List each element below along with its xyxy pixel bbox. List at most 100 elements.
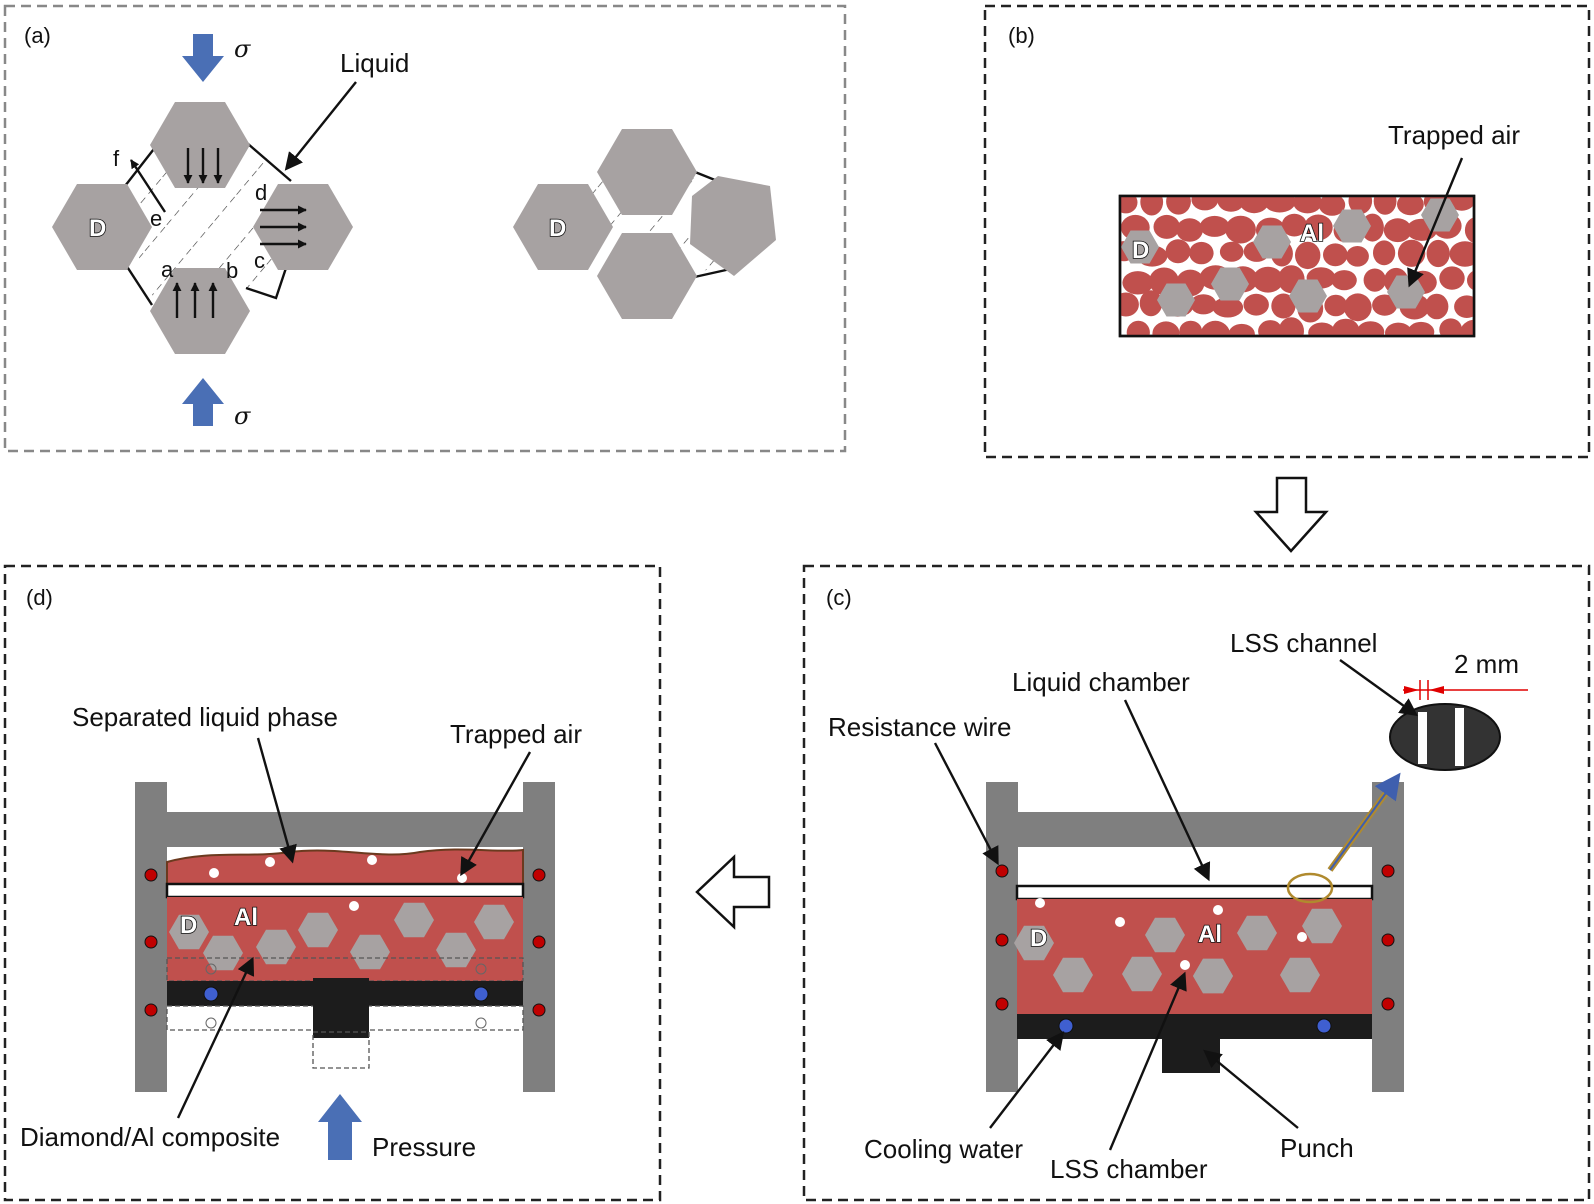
powder-compact-border: [1118, 194, 1476, 338]
separated-liquid-pointer-arrow: [256, 737, 297, 864]
hollow-arrow-icon: [695, 854, 771, 930]
dimension-label: 2 mm: [1454, 649, 1519, 679]
diamond-particle: [1014, 925, 1054, 961]
resistance-wire-dot: [532, 935, 546, 949]
air-bubble: [457, 873, 467, 883]
liquid-boundary-line: [246, 142, 292, 182]
al-powder-particle: [1363, 268, 1387, 292]
dimension-arrow: [1429, 686, 1444, 694]
al-powder-particle: [1238, 196, 1270, 214]
al-powder-particle: [1179, 320, 1203, 336]
resistance-wire-dot: [1381, 997, 1395, 1011]
air-bubble: [1115, 917, 1125, 927]
panel-a-tag: (a): [24, 23, 51, 48]
diamond-label: D: [549, 215, 566, 242]
al-powder-particle: [1152, 321, 1180, 336]
al-powder-particle: [1153, 214, 1180, 239]
al-powder-particle: [1449, 241, 1474, 267]
al-powder-particle: [1219, 241, 1244, 262]
diamond-particle: [298, 912, 338, 948]
punch: [313, 978, 369, 1038]
air-bubble: [1297, 932, 1307, 942]
point-label-f: f: [113, 146, 120, 171]
diamond-particle: [690, 176, 776, 276]
diamond-particle: [256, 929, 296, 965]
flow-arrow-icon: [129, 159, 167, 213]
resistance-wire-dot: [995, 864, 1009, 878]
al-powder-particle: [1318, 196, 1346, 216]
panel-c-tag: (c): [826, 585, 852, 610]
al-powder-particle: [1228, 323, 1255, 336]
al-powder-particle: [1166, 196, 1191, 215]
diamond-particle: [150, 102, 250, 188]
sigma-bottom-label: σ: [234, 402, 251, 430]
al-powder-particle: [1373, 240, 1396, 266]
al-powder-particle: [1217, 196, 1245, 212]
al-powder-particle: [1200, 320, 1231, 336]
al-powder-particle: [1373, 196, 1397, 215]
al-powder-particle: [1385, 322, 1412, 336]
al-powder-particle: [1356, 321, 1385, 336]
al-powder-particle: [1225, 215, 1256, 244]
resistance-wire-dot: [1381, 864, 1395, 878]
al-powder-particle: [1343, 293, 1372, 322]
previous-cooling-dot: [205, 963, 217, 975]
al-powder-particle: [1439, 266, 1465, 290]
lss-chamber-pointer-arrow: [1108, 971, 1187, 1151]
diamond-particle: [597, 129, 697, 215]
liquid-chamber-pointer-arrow: [1123, 699, 1211, 882]
diamond-particle: [1280, 957, 1320, 993]
al-powder-particle: [1346, 245, 1369, 267]
diamond-particles: [1014, 898, 1342, 994]
diamond-label: D: [1030, 925, 1047, 952]
lss-channel-slot: [1455, 708, 1464, 766]
point-label-e: e: [150, 206, 162, 231]
al-powder-particle: [1324, 294, 1348, 317]
al-powder-particle: [1383, 218, 1412, 243]
previous-cooling-dot: [205, 1017, 217, 1029]
liquid-boundary-line: [124, 144, 158, 187]
al-powder-particle: [1243, 293, 1269, 316]
al-powder-particle: [1331, 270, 1357, 291]
pressure-arrow-icon: [318, 1094, 362, 1160]
al-powder-particle: [1425, 293, 1449, 320]
liquid-chamber: [1015, 884, 1374, 901]
resistance-wire-label: Resistance wire: [828, 712, 1012, 742]
resistance-wire-dot: [532, 868, 546, 882]
al-powder-particle: [1439, 318, 1463, 336]
trapped-air-label: Trapped air: [1388, 120, 1520, 150]
point-label-a: a: [161, 257, 174, 282]
air-bubble: [209, 868, 219, 878]
al-powder-particle: [1126, 320, 1150, 336]
cooling-water-dot: [203, 986, 219, 1002]
panel-d: (d) D Al Separated: [3, 564, 662, 1202]
lss-channel-label: LSS channel: [1230, 628, 1377, 658]
al-powder-particle: [1308, 322, 1336, 336]
point-label-b: b: [226, 258, 238, 283]
resistance-wire-dot: [995, 997, 1009, 1011]
al-powder-particle: [1258, 320, 1283, 336]
diamond-particle: [474, 904, 514, 940]
cooling-water-label: Cooling water: [864, 1134, 1023, 1164]
diamond-particle: [1157, 283, 1195, 317]
al-powder-particle: [1295, 241, 1321, 270]
resistance-wire-dot: [995, 933, 1009, 947]
panel-c: (c) D Al 2 mm: [802, 564, 1591, 1202]
air-bubble: [1180, 960, 1190, 970]
diamond-particle: [1053, 957, 1093, 993]
pressure-label: Pressure: [372, 1132, 476, 1162]
dimension-arrow: [1404, 686, 1419, 694]
air-bubble: [367, 855, 377, 865]
al-powder-particle: [1397, 239, 1426, 267]
pressure-arrow-icon: [182, 34, 224, 82]
resistance-wire-dot: [144, 935, 158, 949]
panel-a-frame: [3, 4, 847, 453]
al-label: Al: [1300, 220, 1324, 247]
al-powder-particle: [1140, 196, 1164, 216]
composite-label: Diamond/Al composite: [20, 1122, 280, 1152]
diamond-particle: [1333, 209, 1371, 243]
air-bubble: [1035, 898, 1045, 908]
al-powder-particle: [1293, 196, 1322, 214]
liquid-label: Liquid: [340, 48, 409, 78]
